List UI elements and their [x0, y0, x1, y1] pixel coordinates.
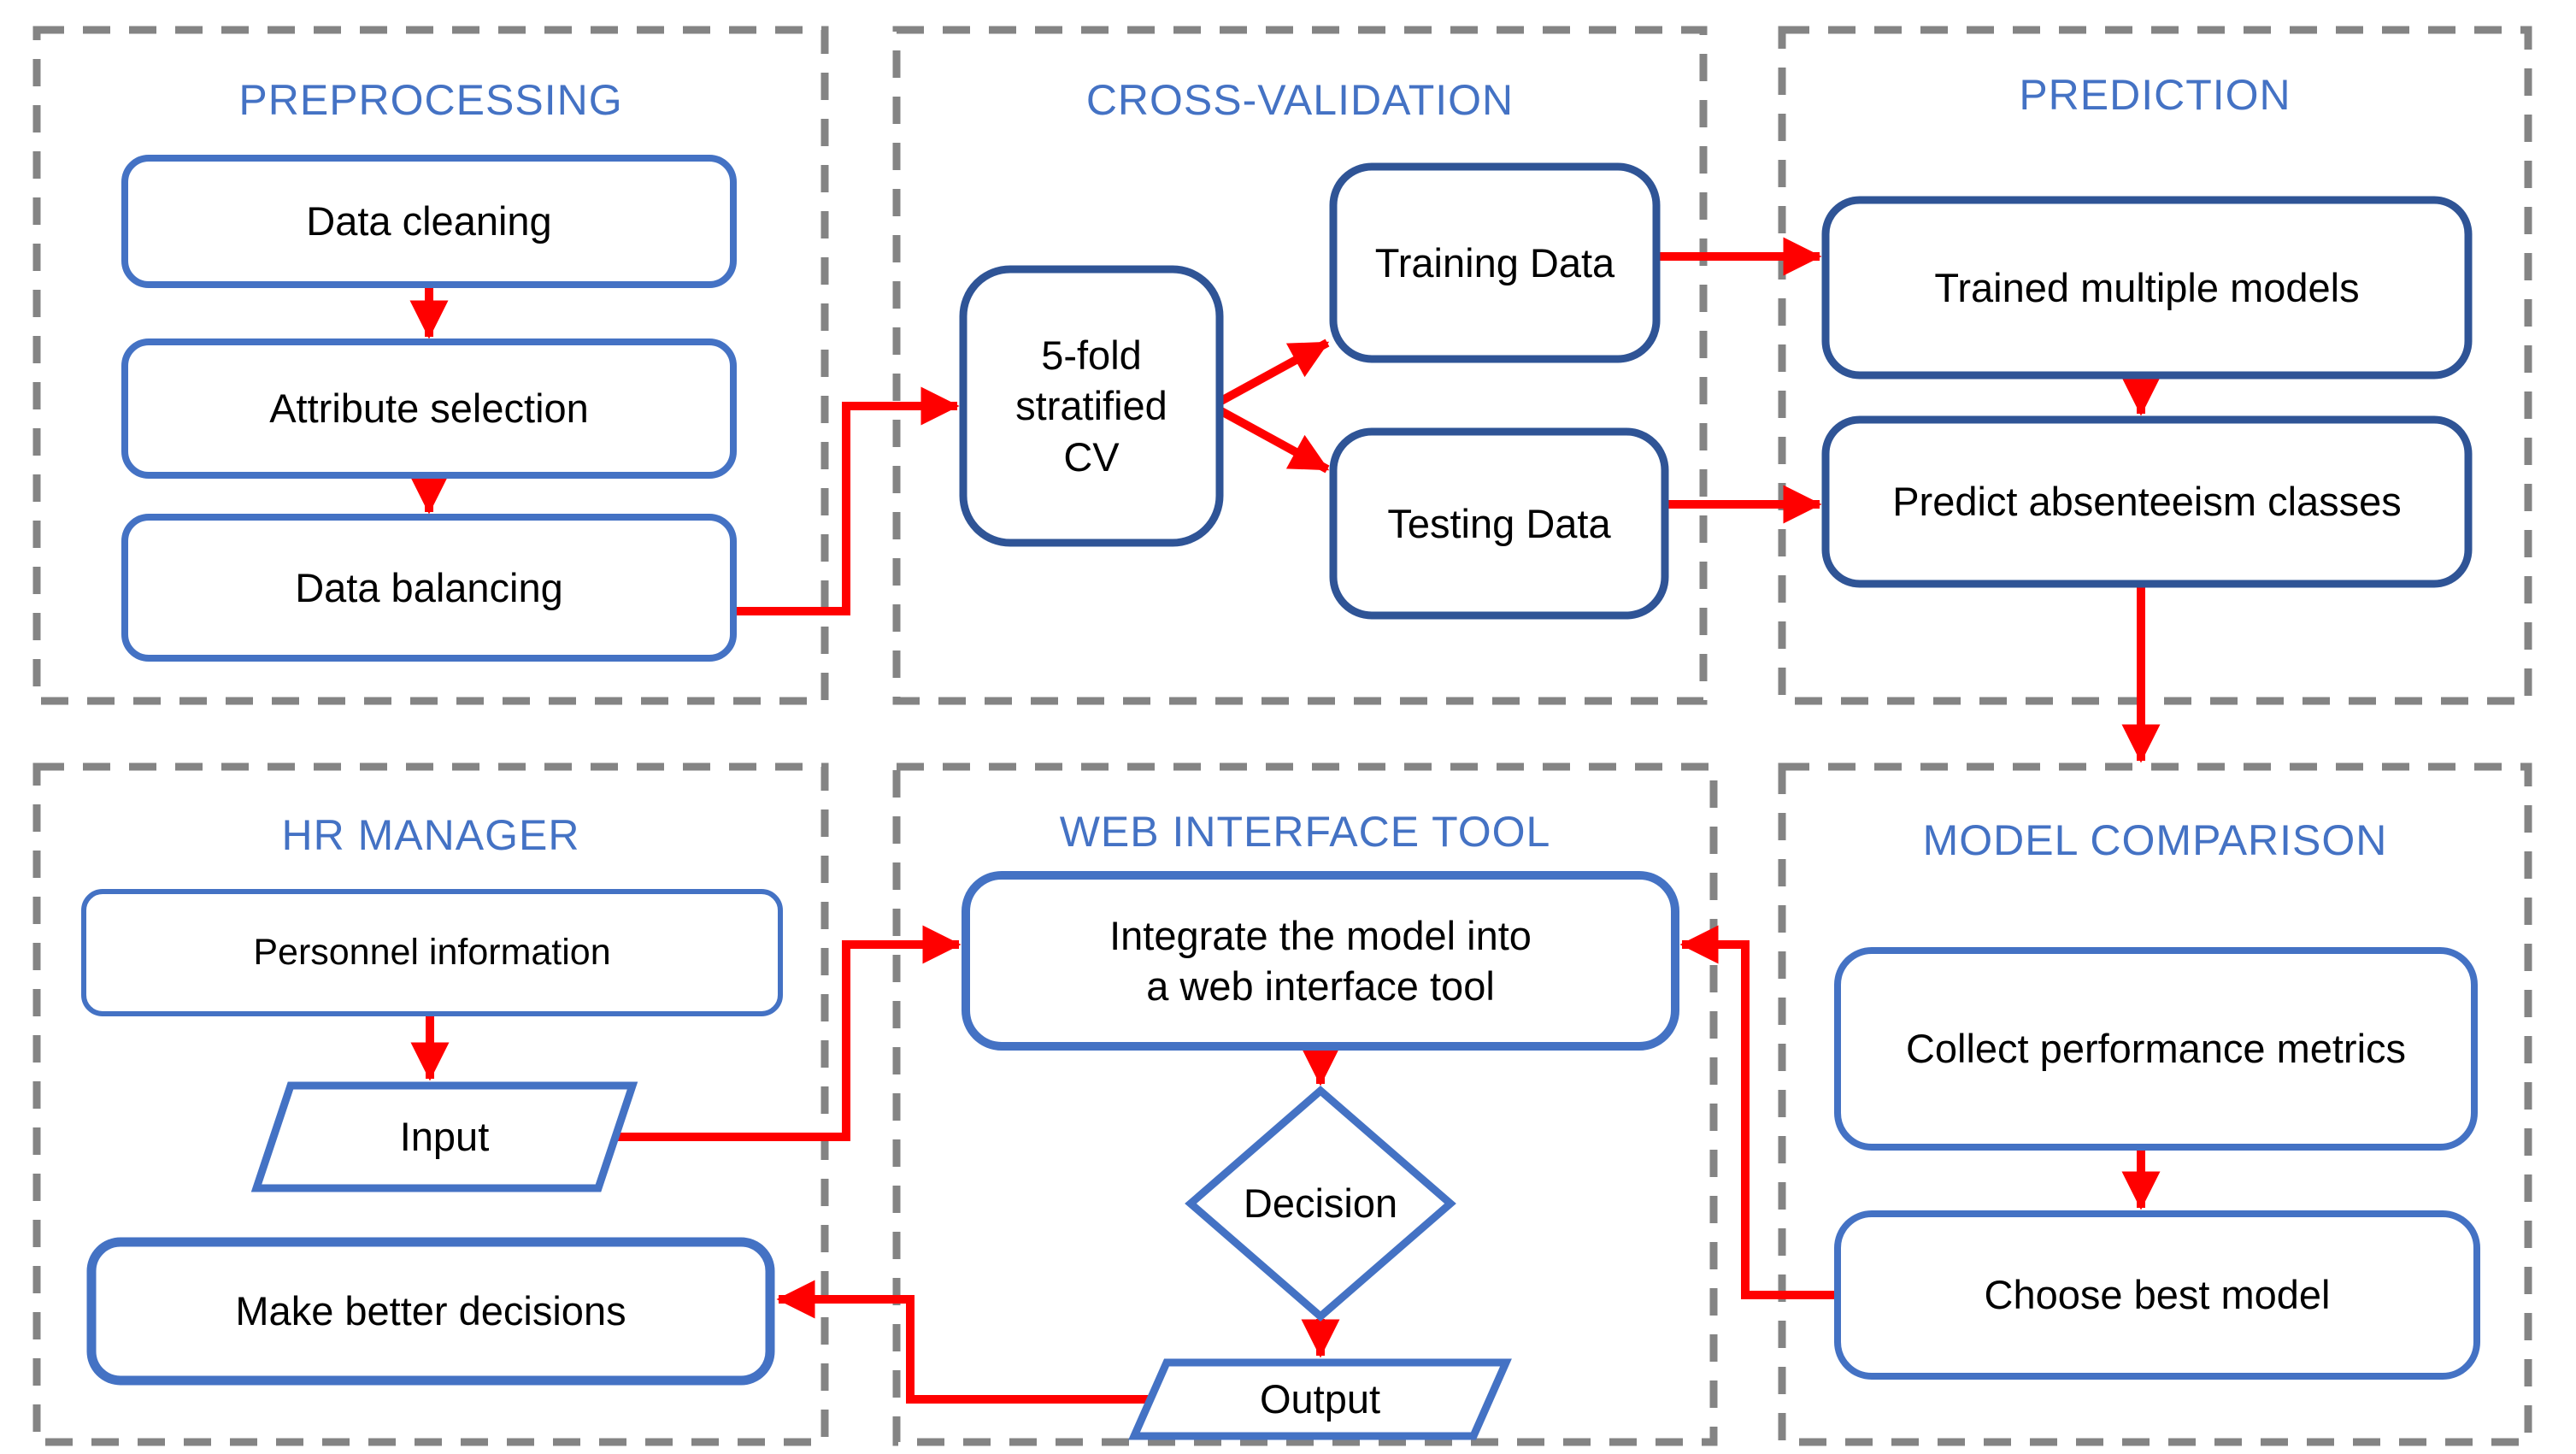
node-data-balancing-shape: [121, 514, 737, 662]
panel-title-cross-validation: CROSS-VALIDATION: [1085, 76, 1514, 124]
node-output-shape: [1128, 1358, 1512, 1440]
node-testing-data-shape: [1329, 427, 1669, 620]
arrow-choose-to-integrate: [1679, 925, 1836, 1299]
node-label-attribute-selection: Attribute selection: [269, 386, 589, 432]
node-label-data-balancing: Data balancing: [295, 564, 563, 610]
panel-preprocessing-border: [32, 26, 829, 705]
node-label-make-decisions: Make better decisions: [235, 1288, 626, 1334]
node-data-cleaning-shape: [121, 155, 737, 288]
panel-title-prediction: PREDICTION: [2019, 71, 2291, 119]
node-decision-shape: [1185, 1086, 1456, 1322]
panel-title-hr-manager: HR MANAGER: [281, 811, 580, 859]
node-choose-model-shape: [1834, 1210, 2480, 1380]
panel-title-model-comparison: MODEL COMPARISON: [1922, 816, 2388, 864]
arrow-balancing-to-cv: [733, 386, 960, 615]
node-label-personnel-info: Personnel information: [253, 932, 611, 974]
node-label-testing-data: Testing Data: [1387, 500, 1611, 546]
node-label-input: Input: [399, 1114, 490, 1160]
node-trained-models-shape: [1821, 196, 2473, 380]
arrow-input-to-integrate: [614, 925, 962, 1141]
node-attribute-selection-shape: [121, 338, 737, 479]
node-integrate-shape: [962, 871, 1679, 1051]
panel-title-preprocessing: PREPROCESSING: [238, 76, 623, 124]
panel-prediction-border: [1778, 26, 2532, 705]
node-label-choose-model: Choose best model: [1984, 1272, 2331, 1318]
node-label-decision: Decision: [1243, 1180, 1398, 1227]
node-label-trained-models: Trained multiple models: [1934, 264, 2360, 310]
node-label-training-data: Training Data: [1374, 239, 1615, 286]
node-collect-metrics-shape: [1834, 947, 2478, 1151]
arrow-output-to-decisions: [776, 1280, 1154, 1404]
node-predict-classes-shape: [1821, 415, 2473, 588]
node-label-cv: 5-fold stratified CV: [1015, 333, 1167, 480]
node-input-shape: [250, 1081, 638, 1192]
node-make-decisions-shape: [86, 1237, 775, 1386]
node-personnel-info-shape: [81, 889, 783, 1016]
node-cv-shape: [959, 265, 1224, 547]
node-label-data-cleaning: Data cleaning: [306, 198, 552, 244]
arrow-cv-to-testing: [1217, 406, 1330, 474]
node-label-predict-classes: Predict absenteeism classes: [1892, 479, 2402, 525]
panel-web-interface-border: [892, 762, 1718, 1446]
node-label-collect-metrics: Collect performance metrics: [1905, 1026, 2407, 1072]
panel-title-web-interface-tool: WEB INTERFACE TOOL: [1059, 808, 1551, 856]
node-label-output: Output: [1259, 1376, 1381, 1422]
panel-hr-manager-border: [32, 762, 829, 1446]
node-label-integrate: Integrate the model into a web interface…: [1109, 912, 1532, 1009]
arrow-cv-to-training: [1217, 338, 1330, 406]
node-training-data-shape: [1329, 162, 1661, 363]
panel-model-comparison-border: [1778, 762, 2532, 1446]
